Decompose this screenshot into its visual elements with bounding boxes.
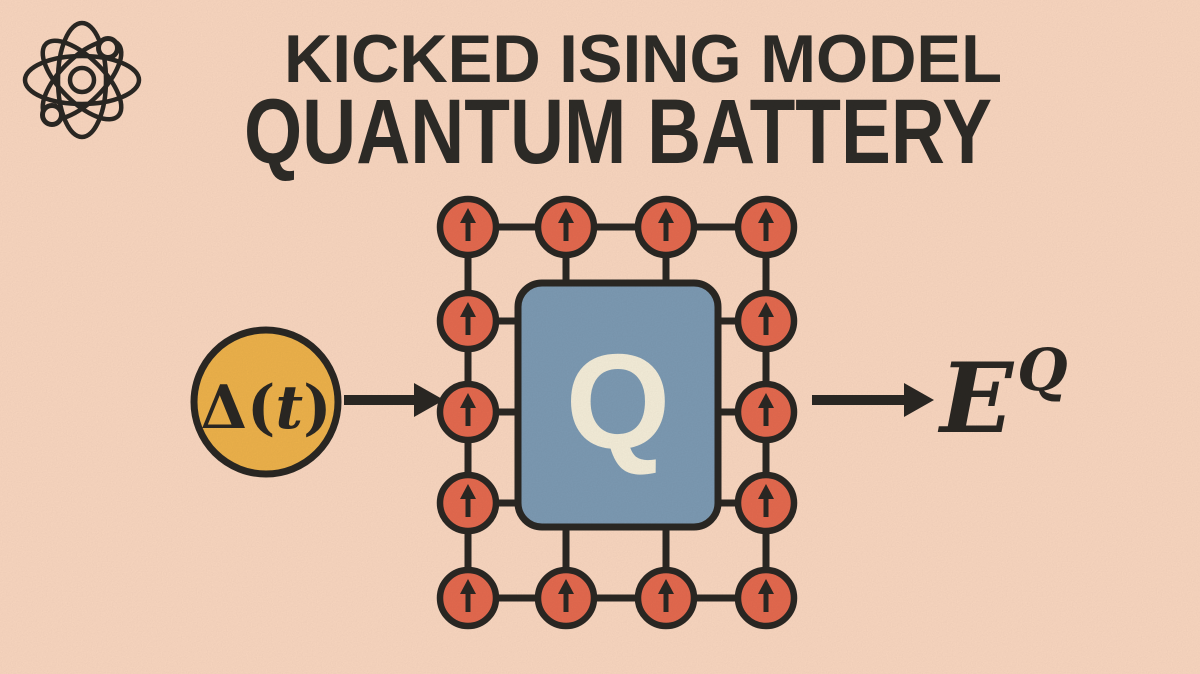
poster: KICKED ISING MODEL QUANTUM BATTERY Q xyxy=(0,0,1200,674)
grain-overlay xyxy=(0,0,1200,674)
